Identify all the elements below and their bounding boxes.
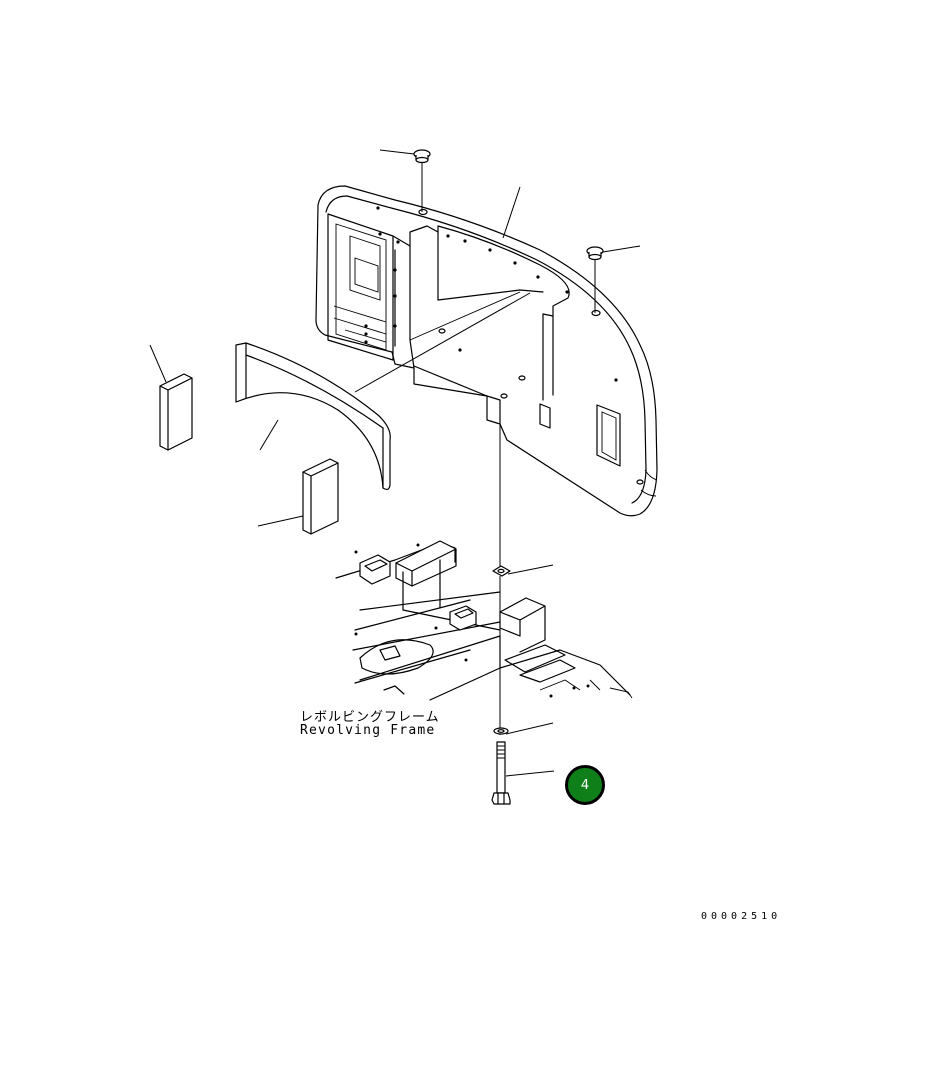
cap-plug-left <box>379 149 431 212</box>
counterweight <box>315 185 658 517</box>
revolving-frame-label-jp: レボルビングフレーム <box>300 710 440 725</box>
washer-lower <box>493 722 554 735</box>
curved-plate <box>235 292 531 491</box>
washer-upper <box>492 564 554 577</box>
shim-block-lower <box>257 458 339 535</box>
revolving-frame <box>335 540 633 701</box>
bolt <box>491 741 555 805</box>
revolving-frame-label-en: Revolving Frame <box>300 723 436 738</box>
cap-plug-right <box>586 245 641 313</box>
drawing-number: 00002510 <box>701 911 782 922</box>
counterweight-leader <box>502 186 521 239</box>
shim-block-upper <box>149 344 193 451</box>
callout-badge-4[interactable]: 4 <box>565 765 605 805</box>
